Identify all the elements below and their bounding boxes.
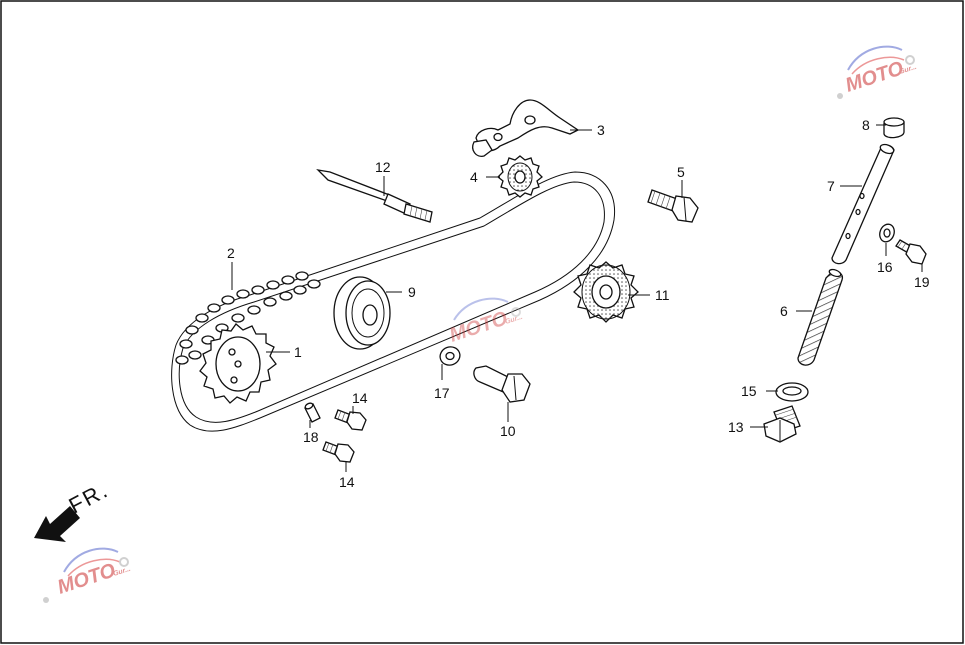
part-label-18: 18 (303, 429, 319, 445)
chain-guide-bracket (472, 99, 580, 157)
part-label-14-upper: 14 (352, 390, 368, 406)
bolt-14-upper (334, 409, 367, 431)
part-label-5: 5 (677, 164, 685, 180)
bolt-5 (647, 189, 699, 223)
part-label-11: 11 (655, 287, 670, 303)
tensioner-spring (797, 268, 844, 366)
part-label-8: 8 (862, 117, 870, 133)
part-label-3: 3 (597, 122, 605, 138)
watermark-text: MOTO (447, 307, 511, 346)
part-label-13: 13 (728, 419, 744, 435)
tensioner-cap (883, 117, 905, 139)
part-label-2: 2 (227, 245, 235, 261)
washer-17 (439, 346, 461, 366)
watermark-text: MOTO (55, 559, 119, 598)
watermark-center: MOTO Gur... (447, 297, 524, 347)
part-label-4: 4 (470, 169, 478, 185)
part-label-17: 17 (434, 385, 450, 401)
idler-sprocket (497, 155, 543, 198)
sealing-washer-15 (775, 382, 809, 402)
part-label-15: 15 (741, 383, 757, 399)
part-labels: 1 2 3 4 5 6 7 8 9 10 11 12 13 14 14 15 1… (227, 117, 930, 490)
part-label-9: 9 (408, 284, 416, 300)
tensioner-lifter (831, 143, 895, 265)
watermark-bottom-left: MOTO Gur... (43, 547, 132, 603)
part-label-19: 19 (914, 274, 930, 290)
part-label-16: 16 (877, 259, 893, 275)
watermark-top-right: MOTO Gur... (837, 45, 918, 99)
part-label-6: 6 (780, 303, 788, 319)
part-label-12: 12 (375, 159, 391, 175)
tensioner-pin (316, 169, 433, 223)
sealing-bolt-13 (763, 405, 801, 443)
front-direction-arrow: FR. (34, 477, 113, 542)
part-label-1: 1 (294, 344, 302, 360)
cam-sprocket (573, 261, 639, 323)
dowel-pin (304, 402, 321, 423)
part-label-14-lower: 14 (339, 474, 355, 490)
pivot-bolt (473, 365, 531, 403)
bolt-14-lower (322, 441, 355, 463)
part-label-10: 10 (500, 423, 516, 439)
washer-16 (879, 223, 895, 243)
guide-roller (333, 276, 391, 350)
bolt-19 (895, 239, 927, 265)
part-label-7: 7 (827, 178, 835, 194)
leader-lines (231, 124, 923, 472)
watermark-tag: Gur... (112, 566, 131, 578)
cam-chain (171, 171, 616, 432)
crank-sprocket (199, 323, 277, 404)
